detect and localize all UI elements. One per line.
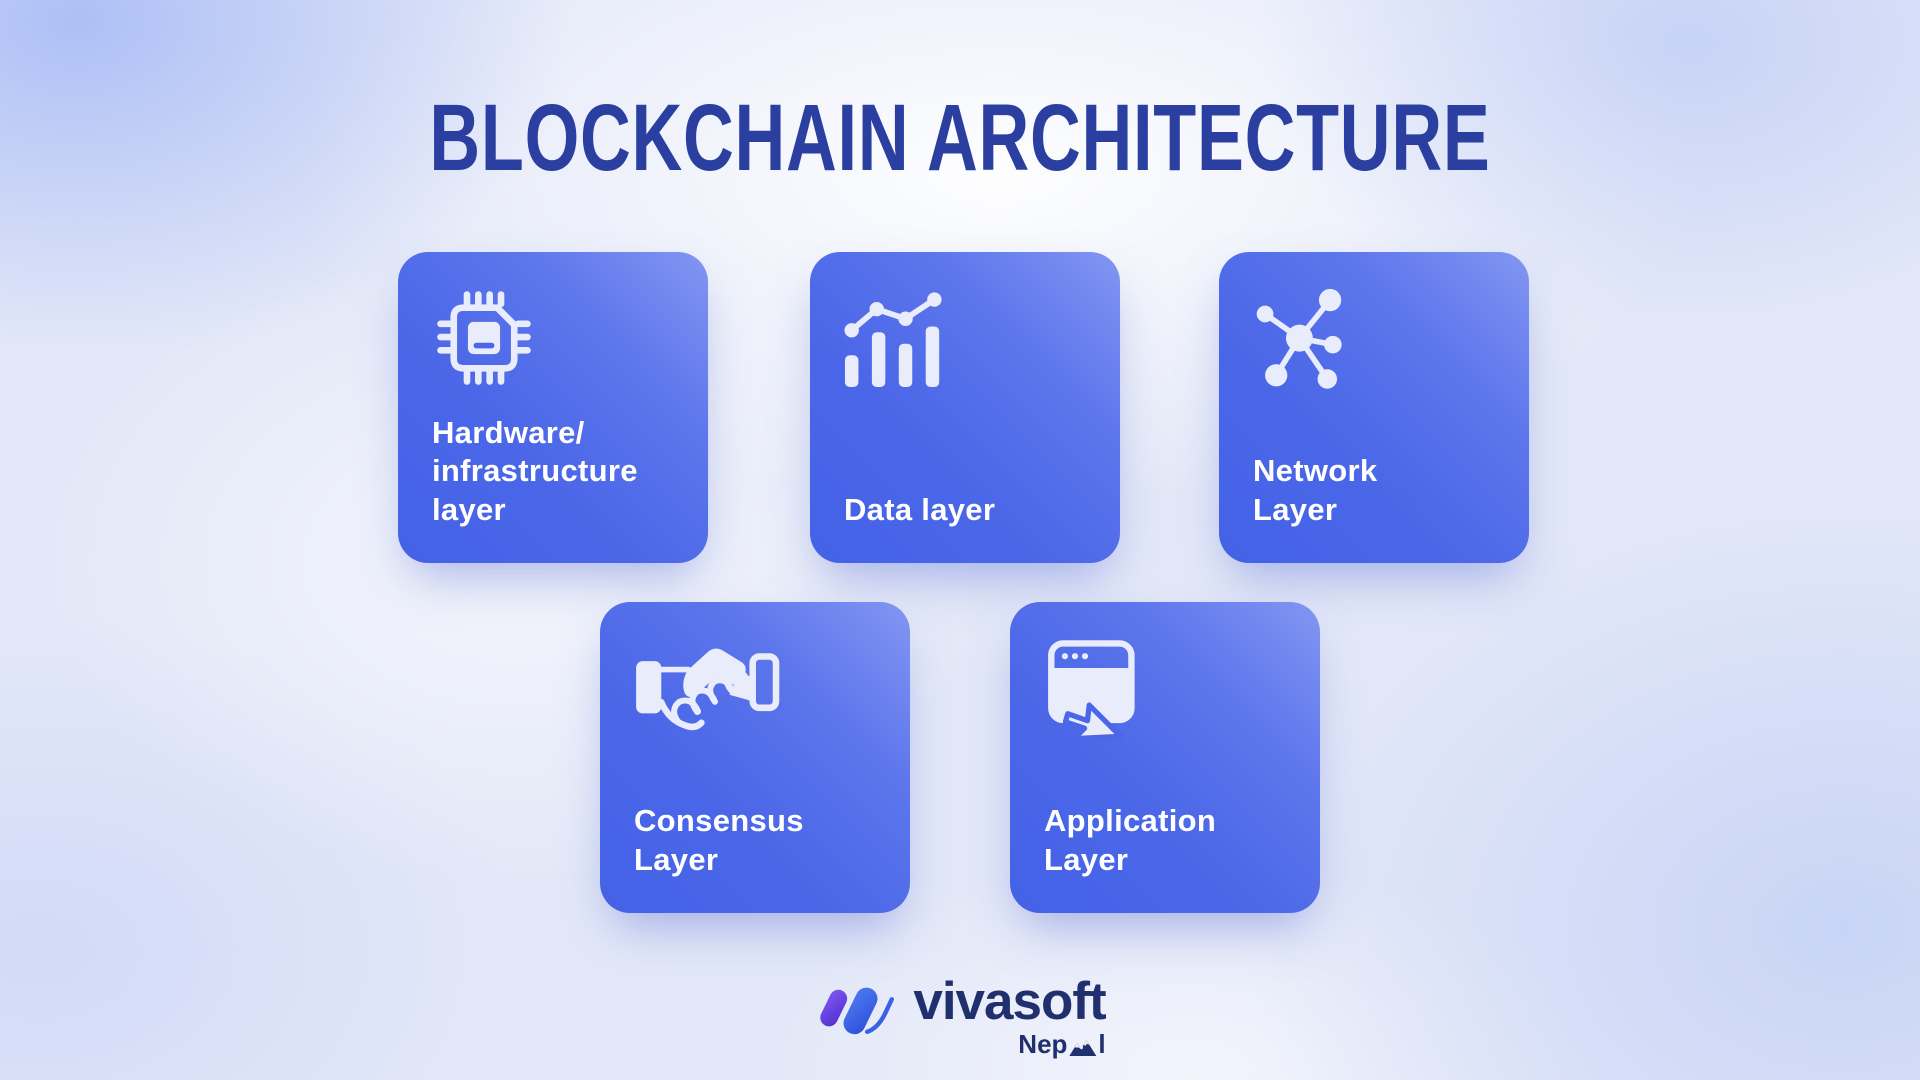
card-label: Network Layer (1253, 453, 1378, 527)
page-title: BLOCKCHAIN ARCHITECTURE (429, 85, 1491, 191)
card-consensus-layer: Consensus Layer (600, 602, 910, 913)
network-nodes-icon (1253, 286, 1499, 396)
browser-cursor-icon (1044, 636, 1290, 746)
card-label: Data layer (844, 491, 996, 527)
mountain-icon (1069, 1040, 1097, 1056)
card-label: Consensus Layer (634, 803, 804, 877)
card-application-layer: Application Layer (1010, 602, 1320, 913)
cpu-chip-icon (432, 286, 678, 396)
card-hardware-infrastructure-layer: Hardware/ infrastructure layer (398, 252, 708, 563)
page-title-wrap: BLOCKCHAIN ARCHITECTURE (0, 84, 1920, 193)
card-data-layer: Data layer (810, 252, 1120, 563)
card-label: Hardware/ infrastructure layer (432, 414, 638, 527)
brand-wordmark: vivasoft (913, 972, 1106, 1031)
vivasoft-logo-mark (820, 987, 894, 1035)
card-label: Application Layer (1044, 803, 1217, 877)
handshake-icon (634, 636, 880, 746)
bar-chart-icon (844, 286, 1090, 396)
card-network-layer: Network Layer (1219, 252, 1529, 563)
